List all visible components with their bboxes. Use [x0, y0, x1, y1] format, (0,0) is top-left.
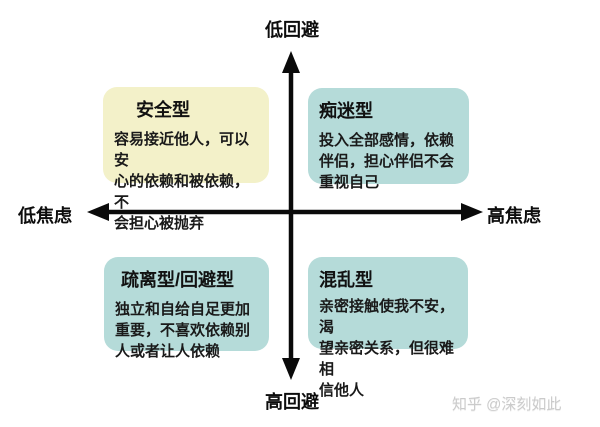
- quadrant-preoccupied-description: 投入全部感情，依赖 伴侣，担心伴侣不会 重视自己: [319, 132, 455, 191]
- quadrant-dismissive-avoidant-description: 独立和自给自足更加 重要，不喜欢依赖别 人或者让人依赖: [115, 301, 251, 360]
- quadrant-secure-description: 容易接近他人，可以安 心的依赖和被依赖，不 会担心被抛弃: [114, 131, 250, 232]
- vertical-axis: [282, 51, 300, 380]
- quadrant-secure: 安全型 容易接近他人，可以安 心的依赖和被依赖，不 会担心被抛弃: [103, 87, 269, 232]
- quadrant-secure-title: 安全型: [136, 100, 190, 120]
- quadrant-fearful-disorganized-title: 混乱型: [319, 270, 373, 290]
- arrowhead-left-icon: [87, 203, 109, 221]
- quadrant-preoccupied-title: 痴迷型: [319, 101, 373, 121]
- quadrant-dismissive-avoidant-title: 疏离型/回避型: [121, 270, 235, 290]
- axis-label-low-avoidance: 低回避: [265, 20, 319, 40]
- axis-label-high-avoidance: 高回避: [265, 392, 319, 412]
- horizontal-axis: [87, 203, 483, 221]
- axis-label-low-anxiety: 低焦虑: [18, 206, 72, 226]
- arrowhead-up-icon: [282, 51, 300, 73]
- quadrant-dismissive-avoidant: 疏离型/回避型 独立和自给自足更加 重要，不喜欢依赖别 人或者让人依赖: [104, 257, 269, 360]
- quadrant-preoccupied: 痴迷型 投入全部感情，依赖 伴侣，担心伴侣不会 重视自己: [308, 88, 469, 191]
- quadrant-fearful-disorganized-description: 亲密接触使我不安，渴 望亲密关系，但很难相 信他人: [319, 298, 455, 399]
- quadrant-fearful-disorganized: 混乱型 亲密接触使我不安，渴 望亲密关系，但很难相 信他人: [308, 257, 468, 399]
- zhihu-watermark: 知乎 @深刻如此: [452, 396, 562, 413]
- arrowhead-down-icon: [282, 358, 300, 380]
- axis-label-high-anxiety: 高焦虑: [487, 206, 541, 226]
- arrowhead-right-icon: [461, 203, 483, 221]
